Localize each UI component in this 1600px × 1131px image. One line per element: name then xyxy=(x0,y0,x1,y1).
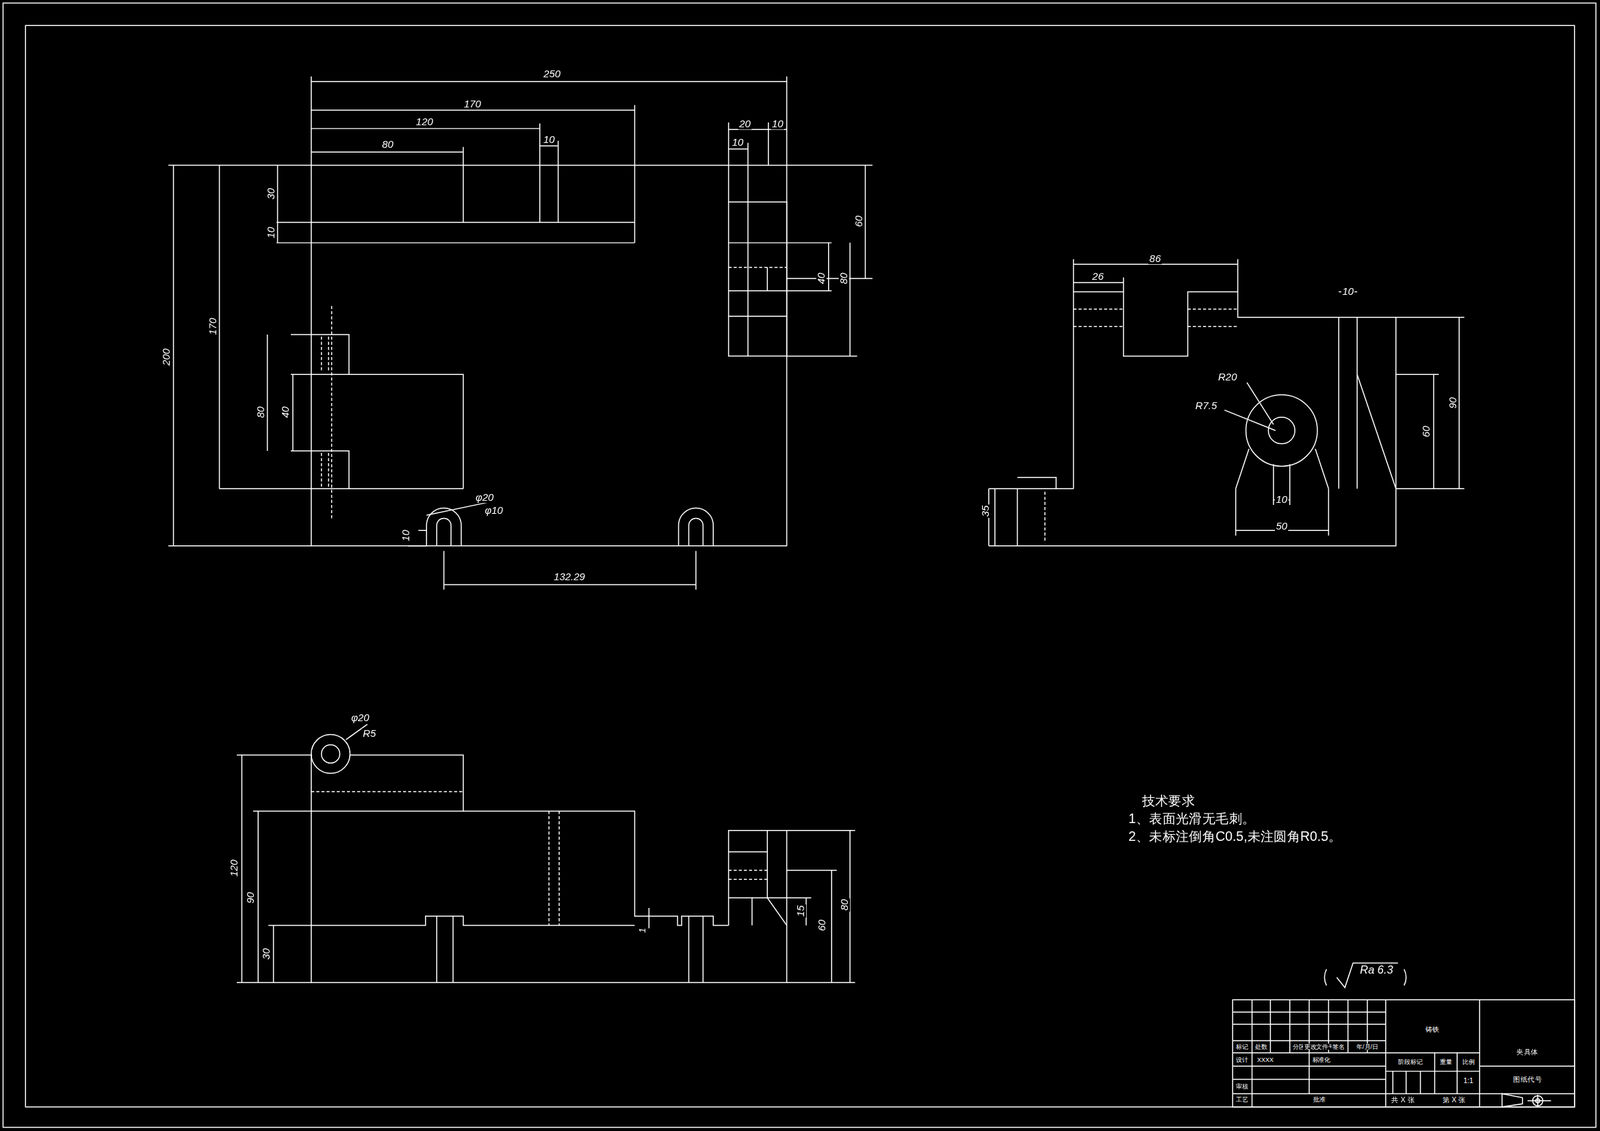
title-block-text: 夹具体 xyxy=(1515,1048,1540,1056)
title-block-text: Ra 6.3 xyxy=(1359,964,1395,976)
dimension-text: 35 xyxy=(980,504,991,519)
dimension-text: 40 xyxy=(280,405,291,420)
dimension-text: φ20 xyxy=(350,713,371,724)
title-block-text: 工艺 xyxy=(1234,1097,1249,1104)
dimension-text: 80 xyxy=(381,139,395,150)
title-block-text: 共 X 张 xyxy=(1390,1096,1416,1104)
title-block-text: 年/月/日 xyxy=(1355,1043,1380,1050)
dimension-text: 20 xyxy=(738,119,753,130)
title-block-text: XXXX xyxy=(1255,1057,1275,1064)
dimension-text: 80 xyxy=(255,405,267,420)
dimension-text: 80 xyxy=(839,271,850,286)
dimension-text: 60 xyxy=(817,919,828,933)
dimension-text: 15 xyxy=(795,904,807,919)
dimension-text: 30 xyxy=(261,947,272,961)
dimension-text: 10 xyxy=(730,137,745,148)
title-block-text: 1:1 xyxy=(1462,1077,1475,1085)
dimension-text: 50 xyxy=(1274,521,1289,532)
title-block-text: 批准 xyxy=(1312,1097,1327,1104)
dimension-text: 250 xyxy=(542,69,562,80)
dimension-text: 60 xyxy=(1421,424,1432,439)
title-block-text: 标记 xyxy=(1234,1043,1249,1050)
dimension-text: 10 xyxy=(401,528,412,543)
dimension-text: 90 xyxy=(245,891,256,905)
title-block-text: 标准化 xyxy=(1311,1057,1332,1064)
dimension-text: R7.5 xyxy=(1194,401,1218,412)
dimension-text: 10 xyxy=(1341,286,1356,298)
note-text: 技术要求 xyxy=(1140,794,1197,808)
title-block-text: 图纸代号 xyxy=(1512,1075,1544,1083)
title-block-text: 第 X 张 xyxy=(1441,1096,1467,1104)
dimension-text: 30 xyxy=(266,187,277,202)
title-block-text: 比例 xyxy=(1461,1059,1476,1066)
dimension-text: R5 xyxy=(362,728,378,740)
dimension-text: 170 xyxy=(462,99,482,110)
dimension-text: 10 xyxy=(770,119,785,130)
dimension-text: 90 xyxy=(1448,396,1459,410)
title-block-text: 审核 xyxy=(1234,1084,1249,1091)
title-block-text: 处数 xyxy=(1254,1043,1269,1050)
note-text: 2、未标注倒角C0.5,未注圆角R0.5。 xyxy=(1127,830,1343,844)
dimension-text: 86 xyxy=(1148,253,1163,265)
dimension-text: 10 xyxy=(1274,494,1289,506)
dimension-text: 200 xyxy=(161,347,172,367)
dimension-text: R20 xyxy=(1217,372,1238,383)
dimension-text: 40 xyxy=(816,271,827,286)
dimension-text: 10 xyxy=(266,225,277,240)
title-block-text: 重量 xyxy=(1438,1059,1453,1066)
dimension-text: 26 xyxy=(1091,271,1106,282)
dimension-text: 10 xyxy=(542,134,556,146)
dimension-text: 80 xyxy=(839,898,850,913)
dimension-text: φ10 xyxy=(483,506,504,517)
dimension-text: 120 xyxy=(229,858,240,879)
dimension-text: 120 xyxy=(414,117,434,128)
dimension-text: 1 xyxy=(638,927,648,935)
dimension-text: 170 xyxy=(208,316,219,337)
title-block-text: 阶段标记 xyxy=(1396,1059,1424,1066)
dimension-text: 60 xyxy=(854,214,865,229)
note-text: 1、表面光滑无毛刺。 xyxy=(1127,811,1257,825)
title-block-text: 更改文件号 xyxy=(1302,1043,1336,1050)
title-block-text: 设计 xyxy=(1234,1057,1249,1064)
dimension-text: φ20 xyxy=(474,492,495,503)
title-block-text: 铸铁 xyxy=(1424,1025,1442,1033)
title-block-text: 签名 xyxy=(1331,1043,1347,1050)
dimension-text: 132.29 xyxy=(552,572,587,583)
